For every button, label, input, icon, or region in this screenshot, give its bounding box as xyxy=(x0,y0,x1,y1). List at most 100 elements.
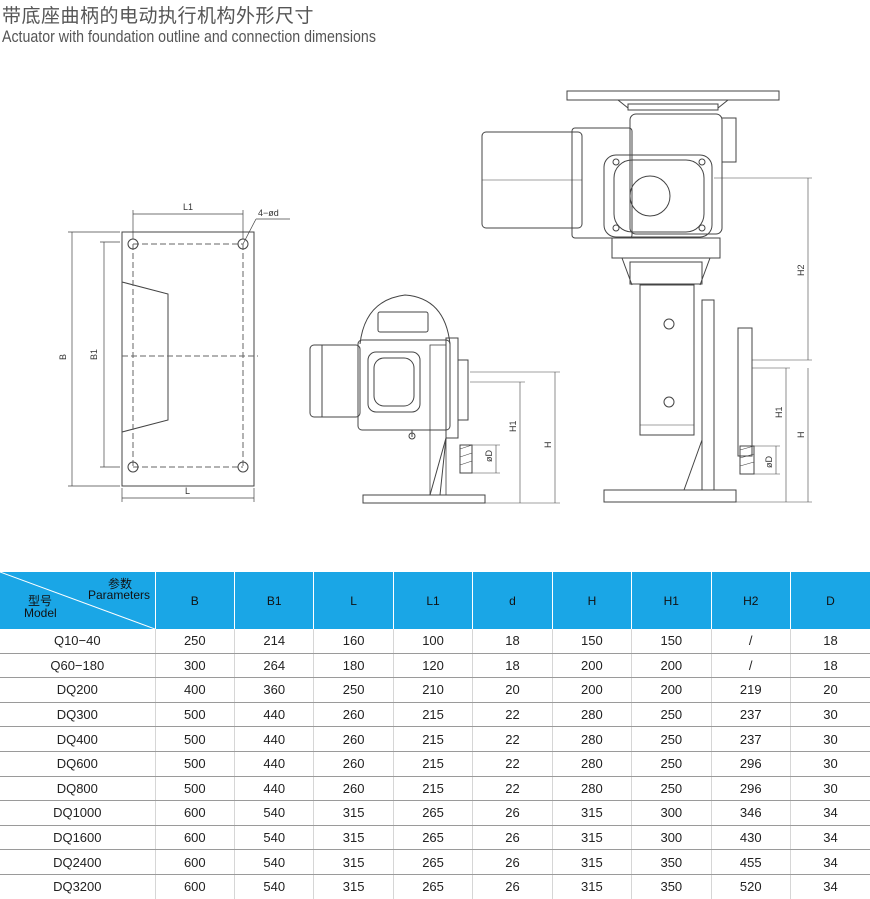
value-cell: 264 xyxy=(234,653,315,679)
model-cell: DQ1600 xyxy=(0,825,156,851)
value-cell: 250 xyxy=(631,776,712,802)
label-h1-small: H1 xyxy=(508,420,518,432)
column-header: L xyxy=(313,572,394,629)
value-cell: 150 xyxy=(631,629,712,654)
value-cell: 200 xyxy=(552,677,633,703)
value-cell: 315 xyxy=(313,874,394,899)
column-header: B1 xyxy=(234,572,315,629)
value-cell: 540 xyxy=(234,825,315,851)
label-l1: L1 xyxy=(183,202,193,212)
corner-header: 参数 Parameters 型号 Model xyxy=(0,572,156,629)
value-cell: 20 xyxy=(790,677,870,703)
model-cell: DQ200 xyxy=(0,677,156,703)
value-cell: 265 xyxy=(393,849,474,875)
value-cell: 280 xyxy=(552,751,633,777)
value-cell: 215 xyxy=(393,702,474,728)
value-cell: 500 xyxy=(155,726,236,752)
value-cell: 18 xyxy=(790,653,870,679)
title-chinese: 带底座曲柄的电动执行机构外形尺寸 xyxy=(2,5,315,27)
value-cell: 540 xyxy=(234,874,315,899)
value-cell: 300 xyxy=(155,653,236,679)
value-cell: 280 xyxy=(552,776,633,802)
value-cell: 30 xyxy=(790,776,870,802)
value-cell: 500 xyxy=(155,776,236,802)
value-cell: 34 xyxy=(790,849,870,875)
value-cell: 315 xyxy=(313,849,394,875)
value-cell: 34 xyxy=(823,879,838,895)
value-cell: 315 xyxy=(552,849,633,875)
value-cell: 26 xyxy=(472,800,553,826)
value-cell: 265 xyxy=(393,874,474,899)
value-cell: 350 xyxy=(631,874,712,899)
value-cell: 296 xyxy=(711,776,791,802)
foundation-plan xyxy=(68,210,290,502)
value-cell: 26 xyxy=(472,825,553,851)
value-cell: 350 xyxy=(631,849,712,875)
label-d-small: øD xyxy=(484,450,494,462)
value-cell: 500 xyxy=(155,751,236,777)
value-cell: 600 xyxy=(155,800,236,826)
value-cell: 346 xyxy=(711,800,791,826)
value-cell: 250 xyxy=(631,726,712,752)
value-cell: 150 xyxy=(552,629,633,654)
value-cell: 360 xyxy=(234,677,315,703)
value-cell: / xyxy=(711,653,791,679)
value-cell: 26 xyxy=(472,874,553,899)
label-holes: 4−ød xyxy=(258,208,279,218)
value-cell: 315 xyxy=(313,800,394,826)
small-actuator xyxy=(309,294,560,504)
value-cell: 300 xyxy=(631,800,712,826)
label-h-small: H xyxy=(543,442,553,449)
model-cell: DQ400 xyxy=(0,726,156,752)
value-cell: 315 xyxy=(313,825,394,851)
model-cell: Q10−40 xyxy=(0,629,156,654)
value-cell: 250 xyxy=(155,629,236,654)
value-cell: 18 xyxy=(472,629,553,654)
label-h1-large: H1 xyxy=(774,406,784,418)
column-header: d xyxy=(472,572,553,629)
outline-drawing: L1 4−ød B B1 L H1 H øD H2 H1 H øD xyxy=(58,90,812,504)
value-cell: 250 xyxy=(631,702,712,728)
value-cell: 215 xyxy=(393,751,474,777)
label-d-large: øD xyxy=(764,456,774,468)
value-cell: 600 xyxy=(155,825,236,851)
table-header-row: 参数 Parameters 型号 Model B B1 L L1 d H H1 … xyxy=(0,572,870,629)
value-cell: 540 xyxy=(234,849,315,875)
corner-model-en: Model xyxy=(24,606,57,620)
value-cell: 30 xyxy=(790,751,870,777)
value-cell: 300 xyxy=(631,825,712,851)
value-cell: 22 xyxy=(472,751,553,777)
value-cell: 315 xyxy=(552,800,633,826)
value-cell: 260 xyxy=(313,702,394,728)
column-header: H1 xyxy=(631,572,712,629)
model-cell: DQ800 xyxy=(0,776,156,802)
value-cell: 180 xyxy=(313,653,394,679)
corner-model-cn: 型号 xyxy=(28,594,53,608)
value-cell: 160 xyxy=(313,629,394,654)
model-cell: DQ600 xyxy=(0,751,156,777)
value-cell: / xyxy=(711,629,791,654)
value-cell: 600 xyxy=(155,874,236,899)
value-cell: 600 xyxy=(155,849,236,875)
value-cell: 260 xyxy=(313,751,394,777)
value-cell: 440 xyxy=(234,702,315,728)
value-cell: 20 xyxy=(472,677,553,703)
value-cell: 440 xyxy=(234,726,315,752)
value-cell: 120 xyxy=(393,653,474,679)
value-cell: 296 xyxy=(711,751,791,777)
value-cell: 260 xyxy=(313,726,394,752)
value-cell: 260 xyxy=(313,776,394,802)
value-cell: 18 xyxy=(472,653,553,679)
value-cell: 280 xyxy=(552,726,633,752)
value-cell: 210 xyxy=(393,677,474,703)
